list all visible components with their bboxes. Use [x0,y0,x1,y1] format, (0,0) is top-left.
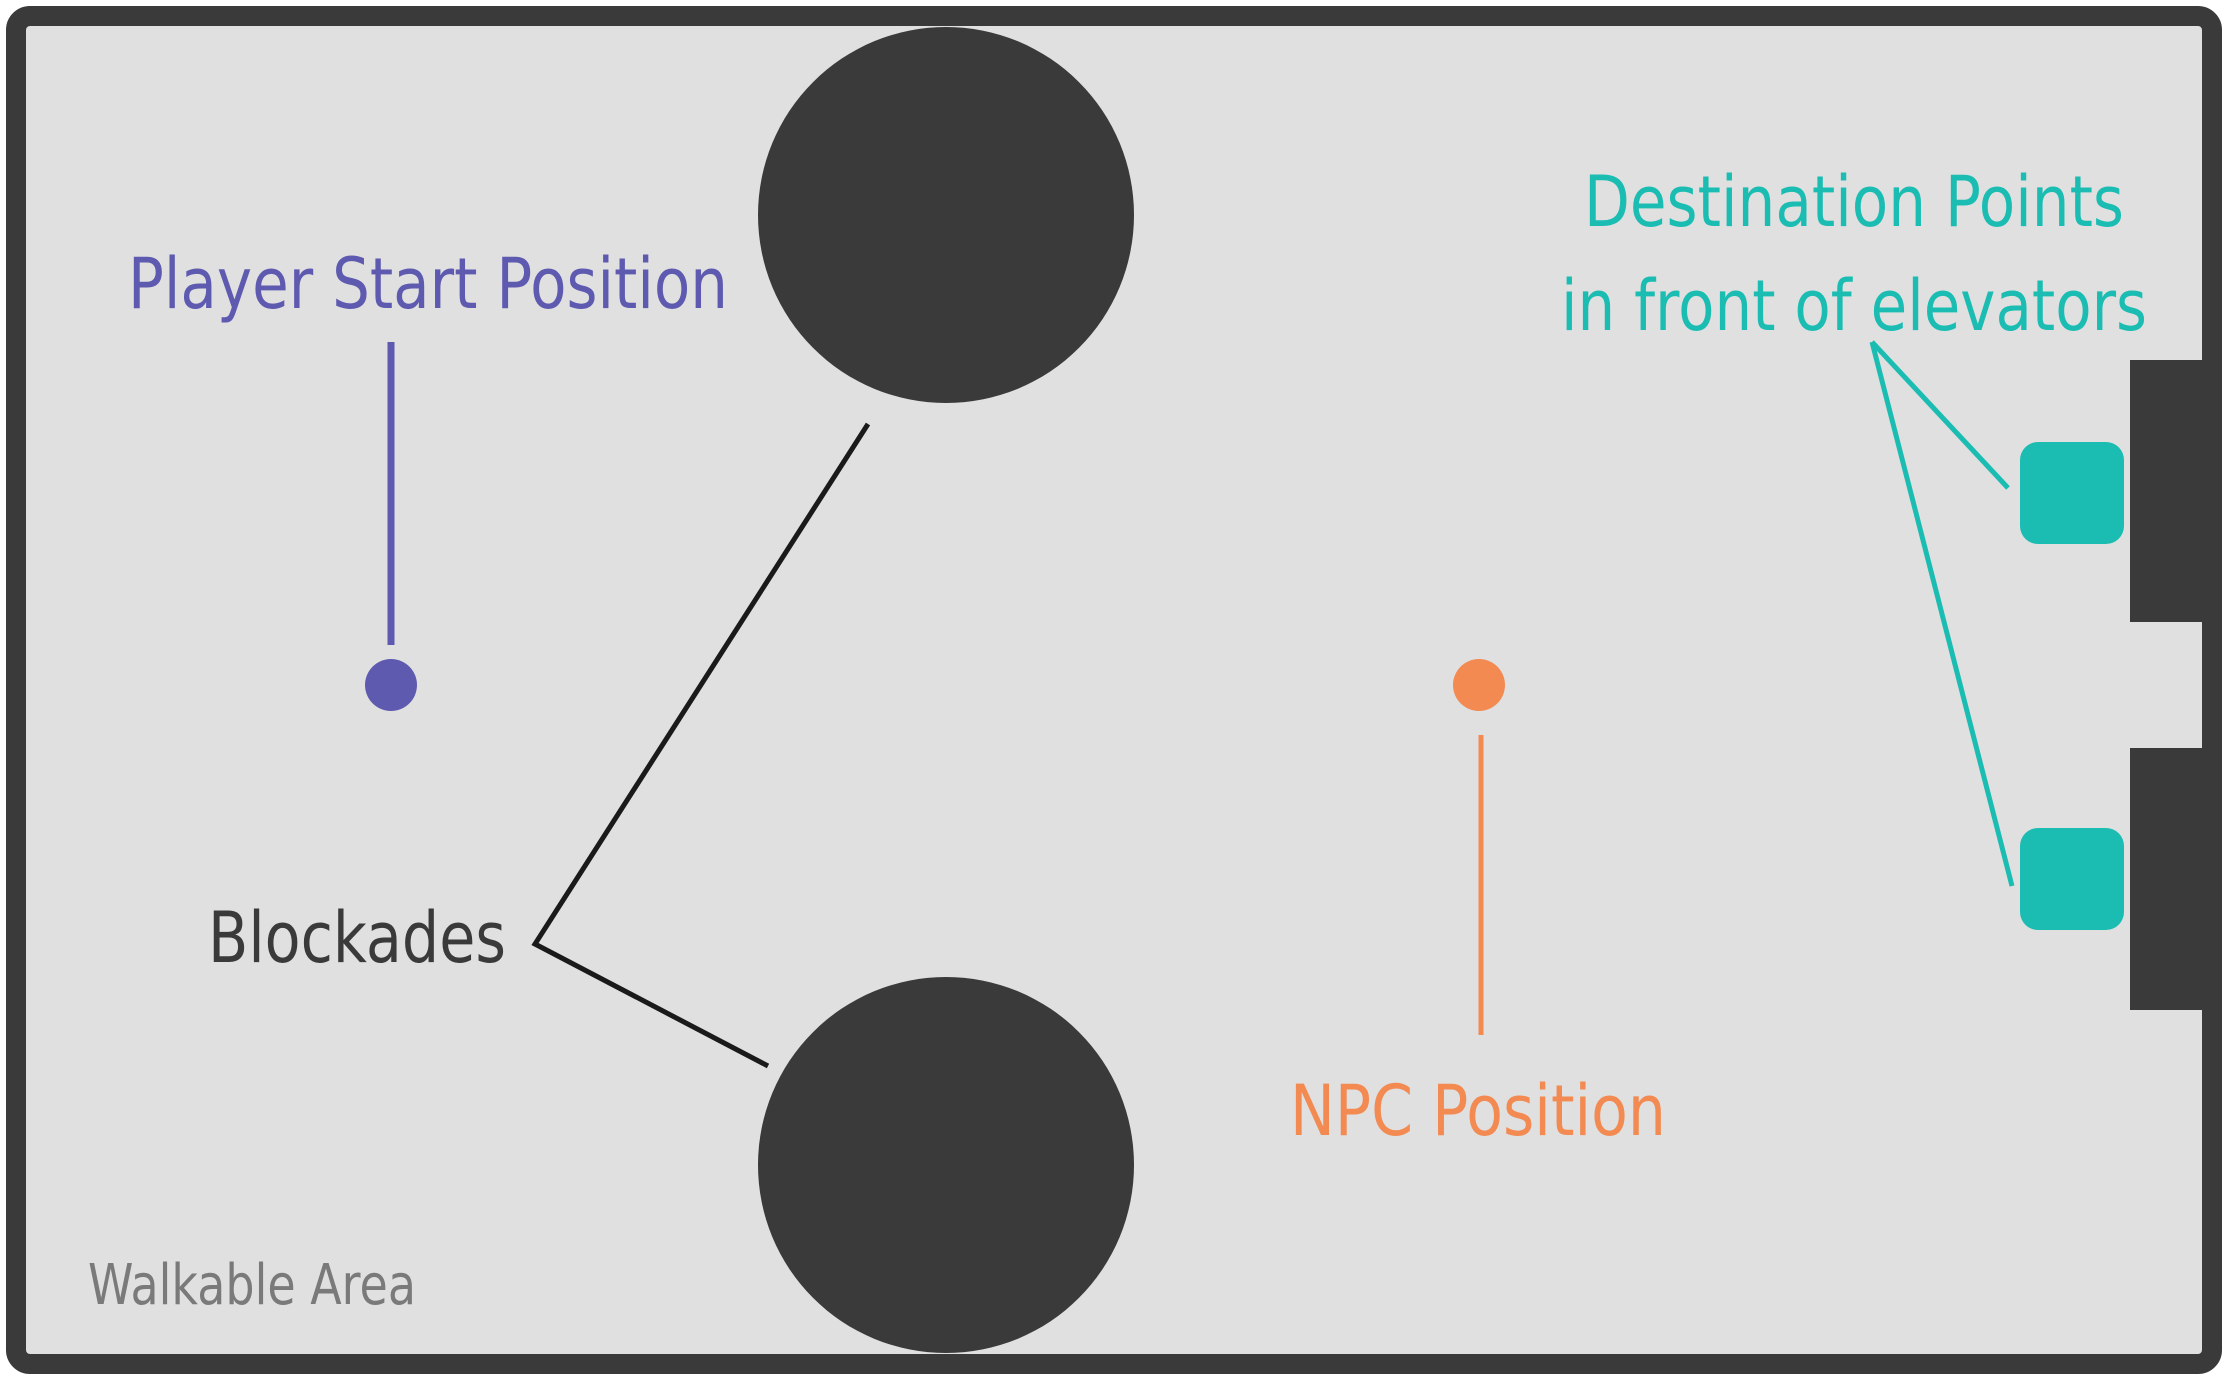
destination-leader-line-bottom [1869,341,2015,887]
destination-point-bottom [2020,828,2124,930]
player-start-label: Player Start Position [128,243,728,325]
destination-label-line1: Destination Points [1584,161,2124,243]
blockade-top [758,27,1134,403]
elevator-top [2130,360,2214,622]
destination-label-line2: in front of elevators [1561,265,2147,347]
blockades-leader-line [531,422,871,1069]
destination-point-top [2020,442,2124,544]
npc-marker [1453,659,1505,711]
elevator-bottom [2130,748,2214,1010]
walkable-area-label: Walkable Area [88,1253,416,1318]
walkable-area [6,6,2222,1374]
player-start-marker [365,659,417,711]
npc-position-label: NPC Position [1290,1070,1666,1152]
destination-leader-line-top [1870,340,2010,490]
blockade-bottom [758,977,1134,1353]
blockades-label: Blockades [208,897,506,979]
